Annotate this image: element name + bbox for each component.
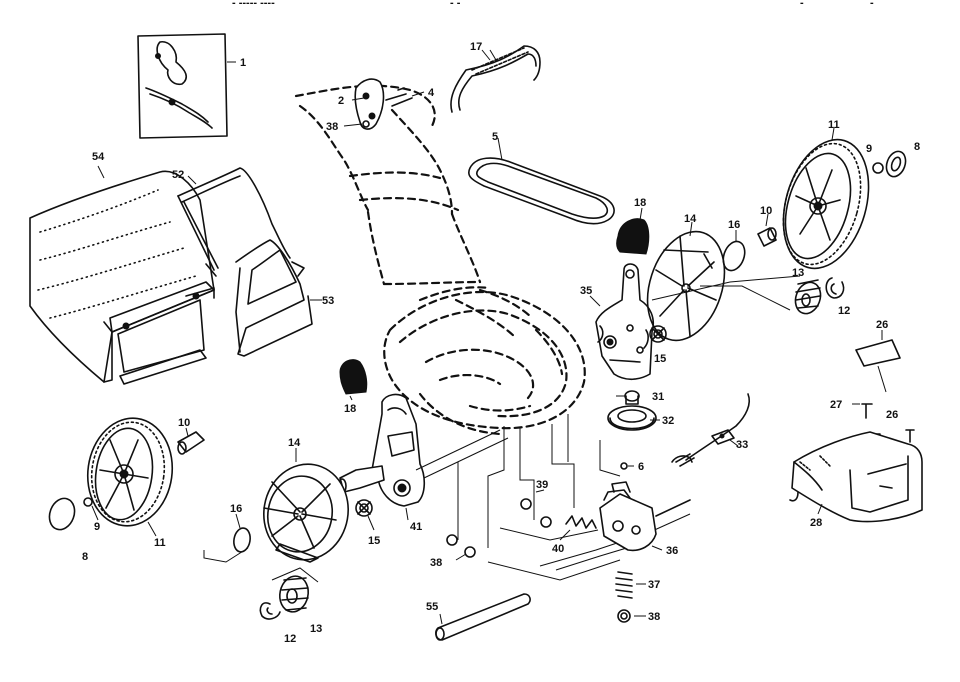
- callout-18-lower: 18: [344, 403, 356, 415]
- part-washer-right: [722, 240, 746, 272]
- callout-2: 2: [338, 95, 344, 107]
- callout-39: 39: [536, 479, 548, 491]
- callout-12-left: 12: [284, 633, 296, 645]
- part-nuts-transmission: [446, 489, 552, 558]
- callout-38-left: 38: [430, 557, 442, 569]
- part-rod: [435, 593, 531, 641]
- header-fragment: -: [870, 0, 874, 9]
- callout-33: 33: [736, 439, 748, 451]
- callout-9-right: 9: [866, 143, 872, 155]
- callout-52: 52: [172, 169, 184, 181]
- part-adjuster-cover-right: [616, 218, 650, 255]
- part-cap-screw: [624, 390, 640, 405]
- part-clip-left: [259, 602, 281, 620]
- part-grass-bag: [29, 170, 215, 385]
- callout-4: 4: [428, 87, 435, 99]
- callout-13-left: 13: [310, 623, 322, 635]
- callout-13-right: 13: [792, 267, 804, 279]
- part-control-bail: [343, 78, 425, 130]
- axle-lines-right: [651, 275, 801, 311]
- callout-26-upper: 26: [876, 319, 888, 331]
- callout-11-right: 11: [828, 119, 840, 131]
- axle-lines-left: [415, 429, 509, 479]
- callout-1: 1: [240, 57, 246, 69]
- callout-16-right: 16: [728, 219, 740, 231]
- callout-18-upper: 18: [634, 197, 646, 209]
- callout-15-left: 15: [368, 535, 380, 547]
- part-control-cable-inset: [137, 33, 236, 139]
- part-nut-38: [617, 609, 631, 623]
- part-wheel-cover-right: [646, 230, 726, 342]
- part-gear-right: [794, 279, 822, 315]
- part-discharge-chute: [789, 431, 923, 523]
- callout-28: 28: [810, 517, 822, 529]
- callout-10-left: 10: [178, 417, 190, 429]
- part-upper-handle: [450, 45, 541, 113]
- callout-8-left: 8: [82, 551, 88, 563]
- part-height-adjuster-left: [337, 393, 426, 507]
- callout-14-left: 14: [288, 437, 301, 449]
- callout-8-right: 8: [914, 141, 920, 153]
- callout-53: 53: [322, 295, 334, 307]
- part-label-plate: [855, 330, 901, 393]
- callout-36: 36: [666, 545, 678, 557]
- part-adjuster-cover-left: [339, 359, 368, 395]
- callout-14-right: 14: [684, 213, 697, 225]
- callout-38: 38: [326, 121, 338, 133]
- callout-11-left: 11: [154, 537, 166, 549]
- part-nut-left: [355, 499, 373, 517]
- callout-38-bottom: 38: [648, 611, 660, 623]
- callout-6: 6: [638, 461, 644, 473]
- callout-32: 32: [662, 415, 674, 427]
- part-nut-cap-left: [48, 497, 93, 531]
- part-bag-frame-bottom: [235, 239, 322, 357]
- callout-10-right: 10: [760, 205, 772, 217]
- callout-41: 41: [410, 521, 422, 533]
- part-spring: [565, 515, 597, 529]
- callout-31: 31: [652, 391, 664, 403]
- header-fragment: -: [800, 0, 804, 9]
- transmission-outline-lines: [457, 414, 691, 581]
- part-gear-left: [271, 567, 319, 613]
- part-transmission: [599, 481, 691, 552]
- header-fragment: - -: [450, 0, 461, 9]
- callout-55: 55: [426, 601, 438, 613]
- part-wheel-left: [86, 417, 174, 527]
- part-wheel-cover-left: [263, 463, 349, 563]
- callout-26-lower: 26: [886, 409, 898, 421]
- callout-27: 27: [830, 399, 842, 411]
- part-drive-cable: [671, 393, 751, 467]
- callout-5: 5: [492, 131, 498, 143]
- callout-37: 37: [648, 579, 660, 591]
- callout-35: 35: [580, 285, 592, 297]
- part-clip-right: [825, 277, 845, 299]
- part-washer-left: [203, 527, 251, 563]
- part-bag-frame-top: [177, 167, 291, 277]
- callout-leaders: [91, 49, 883, 625]
- upper-handle-dashed: [294, 84, 482, 286]
- header-fragment: - ----- ----: [232, 0, 275, 9]
- deck-housing-dashed: [383, 286, 586, 436]
- callout-40: 40: [552, 543, 564, 555]
- callout-15-right: 15: [654, 353, 666, 365]
- part-bushing-right: [757, 227, 777, 247]
- part-drive-belt: [468, 157, 615, 225]
- part-spring-37: [615, 571, 633, 599]
- callout-9-left: 9: [94, 521, 100, 533]
- part-nut-right: [649, 325, 667, 343]
- part-bushing-left: [177, 431, 205, 455]
- callout-16-left: 16: [230, 503, 242, 515]
- part-wheel-right: [782, 138, 870, 270]
- callout-12-right: 12: [838, 305, 850, 317]
- callout-54: 54: [92, 151, 105, 163]
- part-height-adjuster-right: [595, 263, 655, 381]
- callout-17: 17: [470, 41, 482, 53]
- part-nut-cap-right: [872, 150, 907, 178]
- part-screw-6: [620, 462, 628, 470]
- part-mulching-plug-cap: [607, 405, 657, 431]
